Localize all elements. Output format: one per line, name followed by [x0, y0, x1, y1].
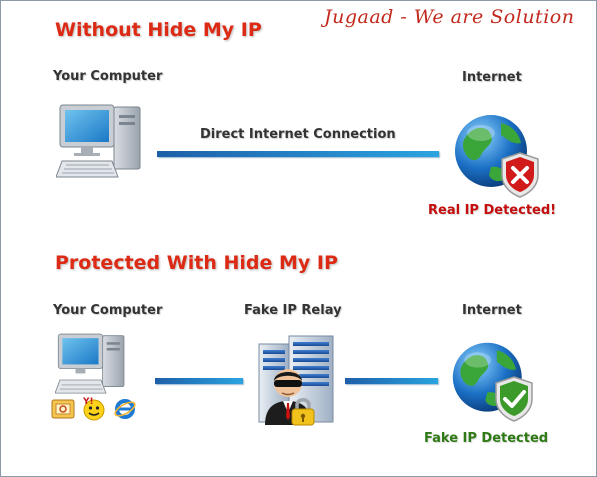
- fake-ip-status: Fake IP Detected: [424, 431, 549, 446]
- section2-heading: Protected With Hide My IP: [55, 252, 338, 274]
- shield-check-icon: [492, 375, 536, 423]
- svg-text:Y!: Y!: [82, 397, 94, 407]
- real-ip-status: Real IP Detected!: [428, 203, 557, 218]
- section1-heading: Without Hide My IP: [55, 19, 262, 41]
- internet-explorer-icon: [113, 397, 137, 421]
- section1-right-label: Internet: [462, 70, 522, 85]
- section1-left-label: Your Computer: [53, 69, 163, 84]
- lock-icon: [290, 396, 316, 426]
- relay-connection-line-right: [345, 378, 438, 384]
- mail-app-icon: [51, 398, 75, 420]
- section2-right-label: Internet: [462, 303, 522, 318]
- computer-icon: [55, 329, 133, 399]
- yahoo-messenger-icon: Y!: [81, 396, 107, 422]
- section2-middle-label: Fake IP Relay: [244, 303, 342, 318]
- relay-connection-line-left: [155, 378, 243, 384]
- computer-icon: [56, 99, 151, 194]
- brand-tagline: Jugaad - We are Solution: [324, 6, 575, 28]
- shield-x-icon: [498, 151, 542, 199]
- direct-connection-line: [157, 151, 439, 157]
- connection-label: Direct Internet Connection: [200, 127, 396, 142]
- section2-left-label: Your Computer: [53, 303, 163, 318]
